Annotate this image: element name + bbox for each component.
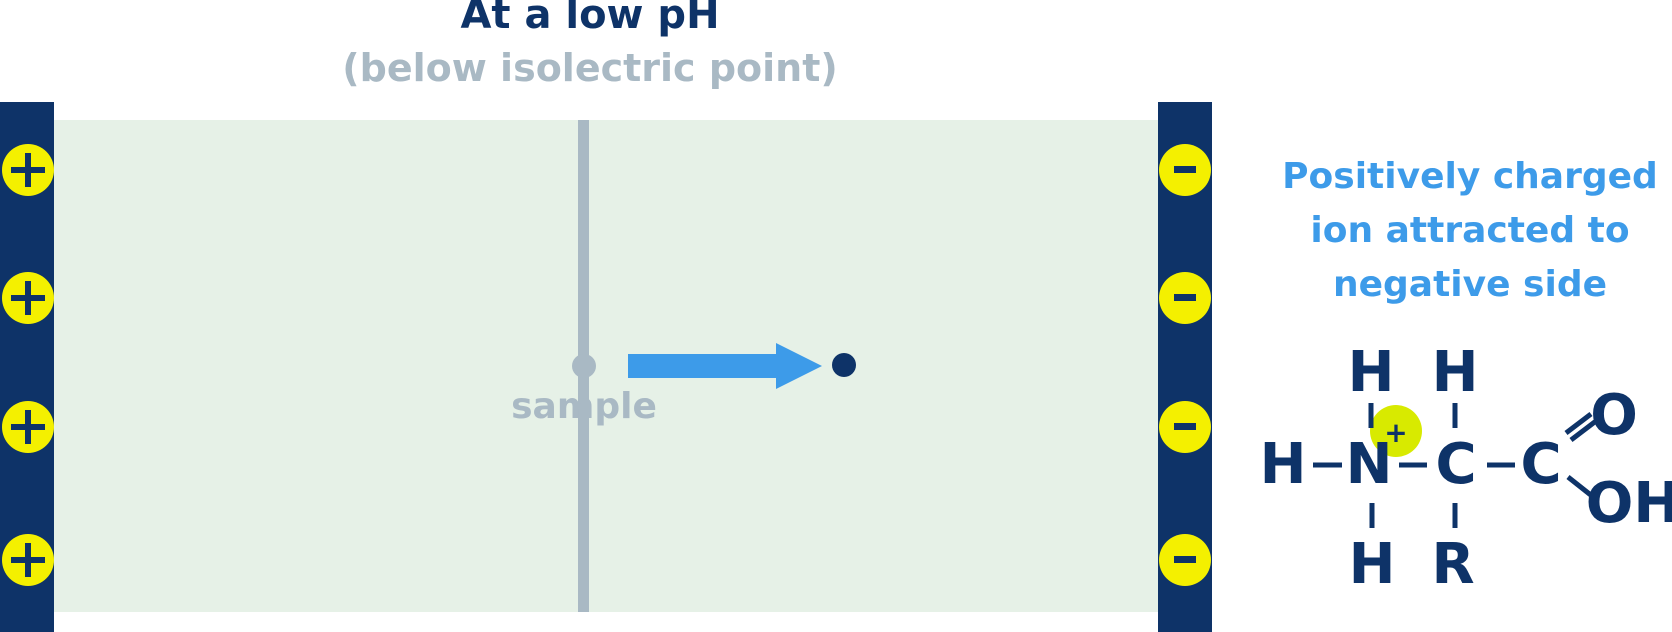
caption: Positively charged ion attracted to nega… [1260, 150, 1672, 312]
atom-o: O [1590, 383, 1638, 448]
atom-r-group: R [1431, 532, 1474, 597]
atom-h-left: H [1260, 432, 1307, 497]
caption-line: ion attracted to [1310, 210, 1630, 251]
negative-terminal [1159, 144, 1211, 196]
positive-terminal [2, 534, 54, 586]
negative-terminal [1159, 401, 1211, 453]
negative-terminal [1159, 534, 1211, 586]
diagram-subtitle: (below isolectric point) [342, 46, 838, 90]
migration-arrow [628, 343, 822, 389]
atom-h-top-c: H [1432, 340, 1479, 405]
migrated-ion-dot [832, 353, 856, 377]
sample-origin-dot [572, 354, 596, 378]
positive-terminal [2, 144, 54, 196]
caption-line: negative side [1332, 264, 1608, 305]
positive-terminal [2, 272, 54, 324]
sample-label: sample [511, 386, 657, 427]
atom-h-top-n: H [1348, 340, 1395, 405]
atom-oh: OH [1586, 471, 1672, 536]
negative-terminal [1159, 272, 1211, 324]
bonds [1313, 403, 1598, 528]
positive-terminal [2, 401, 54, 453]
atom-c-alpha: C [1435, 432, 1476, 497]
caption-line: Positively charged [1282, 156, 1658, 197]
charge-halo [1370, 405, 1422, 457]
diagram-title: At a low pH [460, 0, 720, 38]
atom-n: N [1346, 432, 1393, 497]
amino-acid-structure: + H N C C H H H R O OH [1260, 340, 1672, 597]
charge-sign: + [1384, 416, 1407, 449]
gel-slab [54, 120, 1158, 612]
atom-h-bottom-n: H [1349, 532, 1396, 597]
atom-c-carboxyl: C [1520, 432, 1561, 497]
